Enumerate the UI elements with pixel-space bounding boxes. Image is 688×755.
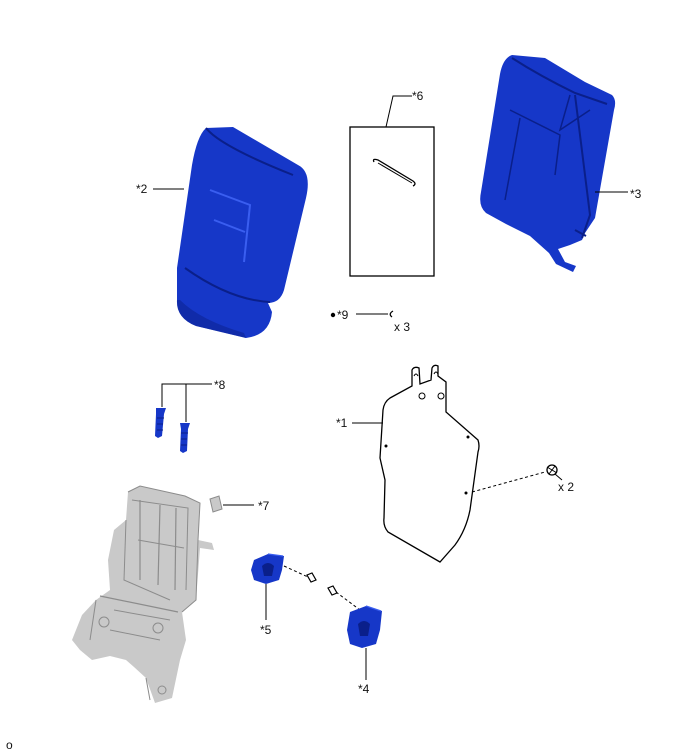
callout-3: *3 [630, 187, 642, 201]
back-board-hole-4 [466, 435, 470, 439]
screw-head [546, 464, 558, 476]
cover-4-tab [365, 605, 382, 612]
seatback-seam [504, 94, 591, 201]
cover-4 [327, 585, 382, 680]
back-board [352, 364, 480, 563]
pin-8-left [155, 408, 166, 438]
seat-cushion-body [176, 127, 308, 338]
back-board-hole-2 [437, 392, 445, 400]
quantity-screw: x 2 [558, 480, 575, 494]
callout-1: *1 [336, 416, 348, 430]
callout-9: *9 [337, 308, 349, 322]
seat-frame-hole-3 [157, 685, 167, 695]
seat-frame-tubes [99, 500, 179, 613]
clip-9 [330, 310, 394, 318]
callout-8: *8 [214, 378, 226, 392]
cover-5 [251, 553, 317, 620]
seatback-hook [574, 229, 587, 237]
bolt-4 [327, 585, 338, 596]
back-board-hole-3 [384, 444, 388, 448]
callout-6: *6 [412, 89, 424, 103]
callout-5: *5 [260, 623, 272, 637]
screw-head-detail [546, 465, 558, 475]
screw-dashed-line [471, 471, 546, 493]
seat-frame [72, 485, 214, 703]
seatback-pad [480, 55, 616, 272]
seat-frame-hole-2 [152, 622, 164, 634]
wire-hook [372, 158, 416, 187]
seat-cushion-top-edge [205, 127, 294, 176]
detail-box-frame [349, 126, 435, 277]
pin-8-left-rib [157, 417, 164, 431]
screw-back-board [471, 464, 563, 493]
clip-7-edge [209, 495, 223, 513]
seat-cushion-crease [209, 189, 252, 263]
clip-9-dot [330, 312, 336, 318]
quantity-9: x 3 [394, 320, 411, 334]
leader-6 [385, 95, 412, 128]
back-board-tab-inner [413, 371, 439, 377]
corner-mark: o [6, 738, 13, 752]
back-board-outline [379, 364, 480, 563]
leader-8 [161, 383, 212, 422]
callout-7: *7 [258, 499, 270, 513]
seat-cushion-front-edge [184, 267, 271, 303]
bolt-5 [306, 572, 317, 583]
cover-4-notch [358, 621, 370, 636]
back-board-hole-5 [464, 491, 468, 495]
seat-frame-inner [89, 485, 201, 701]
seat-frame-outline [72, 486, 214, 703]
clip-9-part [389, 310, 394, 318]
seat-cushion-pad [176, 127, 308, 338]
seatback-side-edge [574, 94, 592, 239]
clip-7 [209, 495, 254, 513]
seatback-body [480, 55, 616, 272]
callout-4: *4 [358, 682, 370, 696]
bolt-4-dashed [335, 591, 361, 611]
cover-5-tab [267, 553, 284, 557]
seat-cushion-shadow [176, 300, 246, 338]
seat-frame-hole-1 [98, 616, 110, 628]
pin-8-right-rib [181, 432, 188, 446]
seatback-top-edge [511, 57, 608, 105]
back-board-hole-1 [418, 392, 426, 400]
screw-leader [554, 473, 563, 481]
cover-5-notch [262, 563, 274, 576]
pin-8-right [180, 423, 190, 453]
detail-box-6 [349, 95, 435, 277]
clip-7-body [210, 496, 222, 512]
bolt-5-dashed [283, 565, 309, 578]
pins-8 [155, 383, 212, 453]
wire-hook-inner [377, 162, 413, 184]
callout-2: *2 [136, 182, 148, 196]
